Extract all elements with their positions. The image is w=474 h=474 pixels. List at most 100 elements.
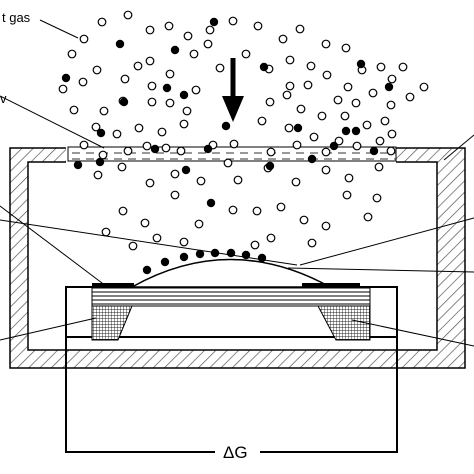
filled-particle — [356, 59, 366, 69]
open-particle — [375, 136, 385, 146]
open-particle — [285, 81, 295, 91]
open-particle — [112, 129, 122, 139]
filled-particle — [119, 97, 129, 107]
filled-particle — [265, 161, 275, 171]
open-particle — [387, 74, 397, 84]
open-particle — [419, 82, 429, 92]
filled-particle — [341, 126, 351, 136]
open-particle — [140, 218, 150, 228]
filled-particle — [96, 128, 106, 138]
open-particle — [123, 10, 133, 20]
open-particle — [145, 56, 155, 66]
open-particle — [145, 25, 155, 35]
open-particle — [134, 123, 144, 133]
open-particle — [252, 206, 262, 216]
filled-particle — [210, 248, 220, 258]
open-particle — [99, 106, 109, 116]
open-particle — [372, 193, 382, 203]
filled-particle — [307, 154, 317, 164]
sensing-layer — [129, 258, 331, 288]
open-particle — [266, 233, 276, 243]
open-particle — [285, 55, 295, 65]
open-particle — [321, 165, 331, 175]
open-particle — [303, 80, 313, 90]
substrate-lines — [92, 291, 370, 305]
open-particle — [241, 49, 251, 59]
open-particle — [291, 177, 301, 187]
open-particle — [284, 123, 294, 133]
open-particle — [296, 104, 306, 114]
open-particle — [147, 81, 157, 91]
right-support — [317, 305, 371, 341]
open-particle — [307, 238, 317, 248]
down-arrow-icon — [222, 58, 244, 122]
open-particle — [405, 92, 415, 102]
open-particle — [299, 215, 309, 225]
open-particle — [322, 70, 332, 80]
filled-particle — [259, 62, 269, 72]
filled-particle — [351, 126, 361, 136]
filled-particle — [206, 198, 216, 208]
substrate-layers — [91, 287, 371, 307]
open-particle — [321, 39, 331, 49]
open-particle — [363, 212, 373, 222]
open-particle — [321, 147, 331, 157]
open-particle — [233, 175, 243, 185]
open-particle — [343, 82, 353, 92]
open-particle — [142, 141, 152, 151]
open-particle — [182, 106, 192, 116]
filled-particle — [384, 82, 394, 92]
open-particle — [380, 116, 390, 126]
open-particle — [223, 158, 233, 168]
open-particle — [398, 62, 408, 72]
open-particle — [362, 120, 372, 130]
open-particle — [58, 84, 68, 94]
open-particle — [253, 21, 263, 31]
open-particle — [128, 241, 138, 251]
open-particle — [101, 227, 111, 237]
open-particle — [91, 122, 101, 132]
open-particle — [69, 105, 79, 115]
open-particle — [123, 146, 133, 156]
filled-particle — [160, 257, 170, 267]
filled-particle — [179, 90, 189, 100]
open-particle — [133, 61, 143, 71]
gas-particles — [58, 10, 429, 275]
open-particle — [176, 146, 186, 156]
open-particle — [309, 132, 319, 142]
left-electrode — [92, 283, 134, 288]
open-particle — [368, 88, 378, 98]
open-particle — [228, 205, 238, 215]
open-particle — [295, 24, 305, 34]
open-particle — [196, 176, 206, 186]
filled-particle — [179, 252, 189, 262]
open-particle — [79, 34, 89, 44]
open-particle — [387, 129, 397, 139]
open-particle — [165, 98, 175, 108]
open-particle — [170, 190, 180, 200]
filled-particle — [203, 144, 213, 154]
filled-particle — [209, 17, 219, 27]
filled-particle — [115, 39, 125, 49]
open-particle — [341, 43, 351, 53]
open-particle — [194, 219, 204, 229]
open-particle — [67, 49, 77, 59]
open-particle — [79, 140, 89, 150]
open-particle — [164, 21, 174, 31]
filled-particle — [181, 165, 191, 175]
open-particle — [179, 119, 189, 129]
open-particle — [93, 170, 103, 180]
open-particle — [266, 147, 276, 157]
filled-particle — [142, 265, 152, 275]
open-particle — [386, 146, 396, 156]
open-particle — [78, 77, 88, 87]
filled-particle — [170, 45, 180, 55]
open-particle — [205, 25, 215, 35]
filled-particle — [241, 250, 251, 260]
gas-label: t gas — [2, 10, 31, 25]
open-particle — [265, 97, 275, 107]
filter-label: v — [0, 91, 7, 106]
open-particle — [189, 49, 199, 59]
open-particle — [179, 237, 189, 247]
